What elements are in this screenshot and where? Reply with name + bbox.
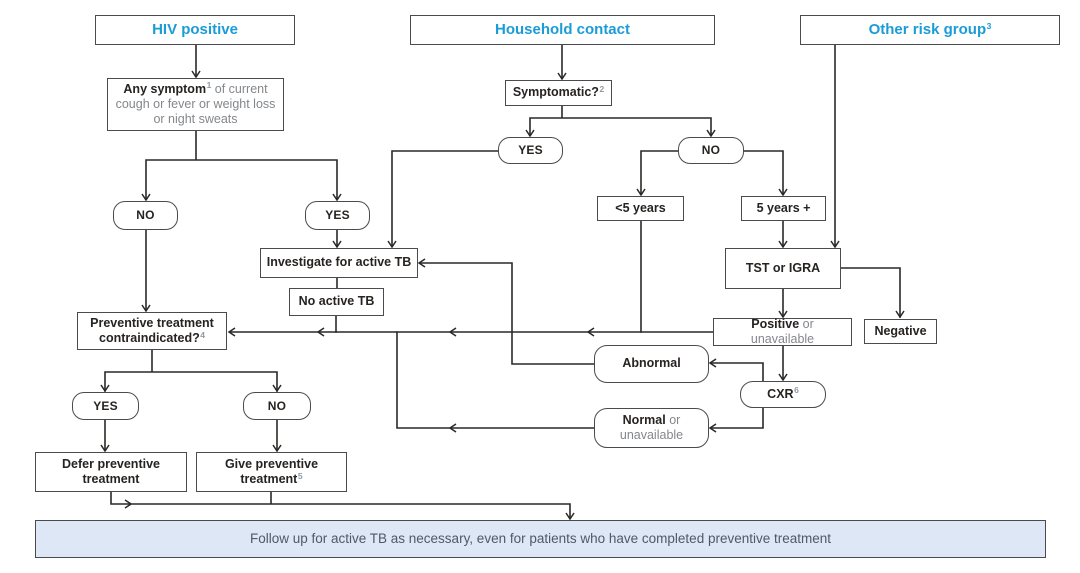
node-cxr-label: CXR6 bbox=[767, 385, 799, 401]
node-investigate-active-tb-label: Investigate for active TB bbox=[266, 255, 412, 270]
footnote-3: 3 bbox=[986, 21, 992, 32]
decision-hiv-yes: YES bbox=[305, 201, 370, 230]
decision-hiv-yes-label: YES bbox=[325, 208, 350, 223]
footer-follow-up-bar: Follow up for active TB as necessary, ev… bbox=[35, 520, 1046, 558]
decision-symptomatic-no: NO bbox=[678, 137, 744, 164]
node-normal-or-unavailable-label: Normal or unavailable bbox=[619, 412, 684, 442]
node-any-symptom: Any symptom1 of current cough or fever o… bbox=[107, 78, 284, 131]
decision-hiv-no-label: NO bbox=[136, 208, 155, 223]
decision-contraindicated-no: NO bbox=[243, 392, 311, 420]
decision-contraindicated-yes: YES bbox=[72, 392, 139, 420]
footnote-5: 5 bbox=[297, 470, 303, 481]
node-symptomatic-label: Symptomatic?2 bbox=[512, 83, 605, 100]
node-give-treatment: Give preventive treatment5 bbox=[196, 452, 347, 492]
node-contraindicated-label: Preventive treatment contraindicated?4 bbox=[90, 315, 214, 345]
node-normal-or-unavailable: Normal or unavailable bbox=[594, 408, 709, 448]
node-positive-or-unavailable: Positive or unavailable bbox=[713, 316, 852, 346]
decision-contraindicated-yes-label: YES bbox=[93, 398, 118, 413]
node-give-treatment-label: Give preventive treatment5 bbox=[224, 456, 319, 486]
footnote-6: 6 bbox=[794, 385, 799, 396]
footnote-2: 2 bbox=[599, 83, 605, 94]
node-negative: Negative bbox=[864, 319, 937, 344]
footnote-4: 4 bbox=[200, 329, 205, 340]
node-defer-treatment-label: Defer preventive treatment bbox=[62, 456, 160, 486]
header-household-contact-label: Household contact bbox=[494, 20, 630, 38]
node-no-active-tb: No active TB bbox=[289, 288, 384, 316]
decision-hiv-no: NO bbox=[113, 201, 178, 230]
node-positive-or-unavailable-label: Positive or unavailable bbox=[750, 316, 815, 346]
footnote-1: 1 bbox=[206, 80, 212, 91]
decision-symptomatic-yes: YES bbox=[498, 137, 563, 164]
node-tst-or-igra: TST or IGRA bbox=[725, 248, 841, 289]
header-other-risk-group-label: Other risk group3 bbox=[868, 20, 992, 38]
footer-follow-up-label: Follow up for active TB as necessary, ev… bbox=[249, 530, 832, 546]
header-hiv-positive: HIV positive bbox=[95, 15, 295, 45]
header-other-risk-group: Other risk group3 bbox=[800, 15, 1060, 45]
node-contraindicated: Preventive treatment contraindicated?4 bbox=[77, 312, 227, 350]
node-investigate-active-tb: Investigate for active TB bbox=[260, 248, 418, 278]
node-cxr: CXR6 bbox=[740, 381, 826, 408]
header-hiv-positive-label: HIV positive bbox=[152, 20, 238, 38]
node-symptomatic: Symptomatic?2 bbox=[505, 80, 612, 106]
node-negative-label: Negative bbox=[874, 323, 927, 338]
header-household-contact: Household contact bbox=[410, 15, 715, 45]
node-defer-treatment: Defer preventive treatment bbox=[35, 452, 187, 492]
decision-symptomatic-no-label: NO bbox=[701, 143, 721, 158]
node-5-years-plus-label: 5 years + bbox=[756, 200, 811, 215]
node-abnormal: Abnormal bbox=[594, 345, 709, 383]
decision-symptomatic-yes-label: YES bbox=[518, 143, 543, 158]
node-any-symptom-label: Any symptom1 of current cough or fever o… bbox=[115, 80, 276, 127]
node-5-years-plus: 5 years + bbox=[741, 196, 826, 221]
node-no-active-tb-label: No active TB bbox=[298, 294, 375, 309]
node-abnormal-label: Abnormal bbox=[622, 356, 681, 371]
node-under-5-years-label: <5 years bbox=[615, 200, 666, 215]
node-under-5-years: <5 years bbox=[597, 196, 684, 221]
decision-contraindicated-no-label: NO bbox=[267, 398, 287, 413]
node-tst-or-igra-label: TST or IGRA bbox=[745, 260, 821, 275]
